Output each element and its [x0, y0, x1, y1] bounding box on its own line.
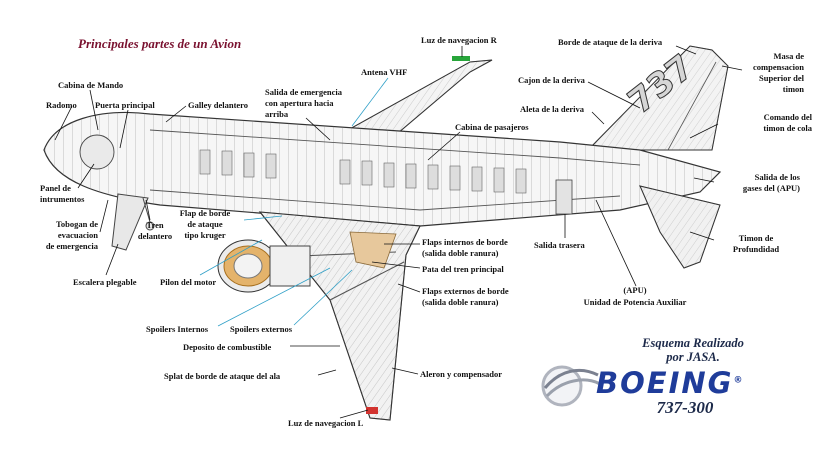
- label-salida-emerg-1: Salida de emergencia: [265, 87, 342, 97]
- label-tobogan-2: evacuacion: [57, 230, 98, 240]
- horizontal-stabilizer: [639, 185, 721, 269]
- label-salida-trasera: Salida trasera: [534, 240, 585, 250]
- label-flaps-int-1: Flaps internos de borde: [422, 237, 508, 247]
- leader-line-apu: [595, 199, 637, 287]
- label-galley: Galley delantero: [188, 100, 249, 110]
- nose-gear-and-stairs: [111, 193, 155, 251]
- label-panel-2: intrumentos: [40, 194, 85, 204]
- label-aleta-deriva: Aleta de la deriva: [520, 104, 584, 114]
- label-gases-2: gases del (APU): [742, 183, 800, 193]
- label-spoilers-ext: Spoilers externos: [230, 324, 293, 334]
- fuselage: [43, 111, 722, 227]
- leader-line-aleron: [391, 367, 419, 375]
- label-apu-2: Unidad de Potencia Auxiliar: [583, 297, 687, 307]
- label-apu-1: (APU): [623, 285, 647, 295]
- leader-line-cabina-mando: [89, 89, 99, 131]
- label-comando-2: timon de cola: [763, 123, 812, 133]
- diagram-title: Principales partes de un Avion: [78, 36, 242, 51]
- label-radomo: Radomo: [46, 100, 77, 110]
- label-tobogan-1: Tobogan de: [56, 219, 98, 229]
- label-spoilers-int: Spoilers Internos: [146, 324, 209, 334]
- label-pata-tren: Pata del tren principal: [422, 264, 504, 274]
- leader-line-flaps-ext: [397, 283, 421, 293]
- label-luz-l: Luz de navegacion L: [288, 418, 364, 428]
- aircraft-model: 737-300: [656, 398, 714, 417]
- rear-door: [555, 179, 573, 215]
- leader-line-pata-tren: [371, 261, 421, 269]
- leader-line-luz-l: [339, 409, 369, 419]
- leader-line-tren: [145, 199, 151, 221]
- credit-line-1: Esquema Realizado: [642, 336, 744, 350]
- leader-line-galley: [165, 105, 187, 123]
- nav-light-right: [452, 56, 470, 61]
- leader-line-antena: [351, 77, 389, 127]
- label-flaps-int-2: (salida doble ranura): [422, 248, 499, 258]
- label-borde-deriva: Borde de ataque de la deriva: [558, 37, 663, 47]
- label-masa-2: compensacion: [753, 62, 804, 72]
- label-escalera: Escalera plegable: [73, 277, 137, 287]
- vertical-fin: 737: [586, 45, 729, 151]
- label-comando-1: Comando del: [763, 112, 812, 122]
- label-pilon: Pilon del motor: [160, 277, 217, 287]
- label-panel-1: Panel de: [40, 183, 71, 193]
- left-wing: [258, 211, 421, 421]
- label-tobogan-3: de emergencia: [45, 241, 98, 251]
- leader-line-radomo: [54, 105, 73, 141]
- label-aleron: Aleron y compensador: [420, 369, 503, 379]
- label-cabina-pasajeros: Cabina de pasajeros: [455, 122, 529, 132]
- label-flap-kruger-3: tipo kruger: [184, 230, 226, 240]
- label-timon-2: Profundidad: [732, 244, 780, 254]
- leader-line-timon: [689, 231, 715, 241]
- label-masa-4: timon: [782, 84, 804, 94]
- label-puerta-principal: Puerta principal: [95, 100, 155, 110]
- leader-line-puerta: [119, 109, 129, 149]
- label-cabina-mando: Cabina de Mando: [58, 80, 124, 90]
- label-flap-kruger-1: Flap de borde: [179, 208, 231, 218]
- boeing-logo-word: BOEING: [596, 366, 734, 400]
- leader-line-cajon-deriva: [587, 81, 641, 109]
- label-masa-1: Masa de: [773, 51, 804, 61]
- label-masa-3: Superior del: [759, 73, 804, 83]
- leader-line-slat: [317, 369, 337, 376]
- label-flap-kruger-2: de ataque: [187, 219, 223, 229]
- label-cajon-deriva: Cajon de la deriva: [518, 75, 585, 85]
- label-tren-2: delantero: [137, 231, 173, 241]
- credit-text: Esquema Realizado por JASA.: [628, 336, 758, 365]
- leader-line-panel: [77, 163, 95, 189]
- leader-line-escalera: [105, 243, 119, 276]
- label-timon-1: Timon de: [738, 233, 774, 243]
- leader-line-borde-deriva: [675, 45, 697, 55]
- leader-line-salida-emerg: [305, 117, 331, 141]
- label-salida-emerg-3: arriba: [265, 109, 289, 119]
- flap-region: [349, 231, 397, 269]
- label-luz-r: Luz de navegacion R: [421, 35, 497, 45]
- leader-line-masa: [721, 65, 743, 71]
- boeing-logo-mark: [541, 365, 601, 407]
- leader-lines: [54, 45, 743, 419]
- leader-line-aleta-deriva: [591, 111, 605, 125]
- nav-light-left: [366, 407, 378, 414]
- label-tren-1: Tren: [146, 220, 164, 230]
- leader-line-gases: [693, 177, 715, 183]
- label-antena: Antena VHF: [361, 67, 408, 77]
- leader-line-comando: [689, 123, 719, 139]
- registered-mark: ®: [733, 375, 745, 386]
- cockpit-seat: [79, 134, 115, 170]
- label-slat: Splat de borde de ataque del ala: [164, 371, 281, 381]
- engine: [217, 239, 311, 293]
- leader-line-cabina-pasajeros: [427, 131, 461, 161]
- leader-line-tobogan: [99, 199, 109, 233]
- label-gases-1: Salida de los: [754, 172, 800, 182]
- leader-line-flap-kruger: [243, 215, 283, 221]
- boeing-logo-text: BOEING®: [596, 366, 744, 400]
- leader-line-spoilers-ext: [293, 269, 353, 326]
- label-flaps-ext-1: Flaps externos de borde: [422, 286, 509, 296]
- label-flaps-ext-2: (salida doble ranura): [422, 297, 499, 307]
- leader-line-pilon: [199, 239, 263, 276]
- label-salida-emerg-2: con apertura hacia: [265, 98, 334, 108]
- label-deposito: Deposito de combustible: [183, 342, 272, 352]
- credit-line-2: por JASA.: [666, 350, 720, 365]
- leader-line-spoilers-int: [217, 267, 331, 327]
